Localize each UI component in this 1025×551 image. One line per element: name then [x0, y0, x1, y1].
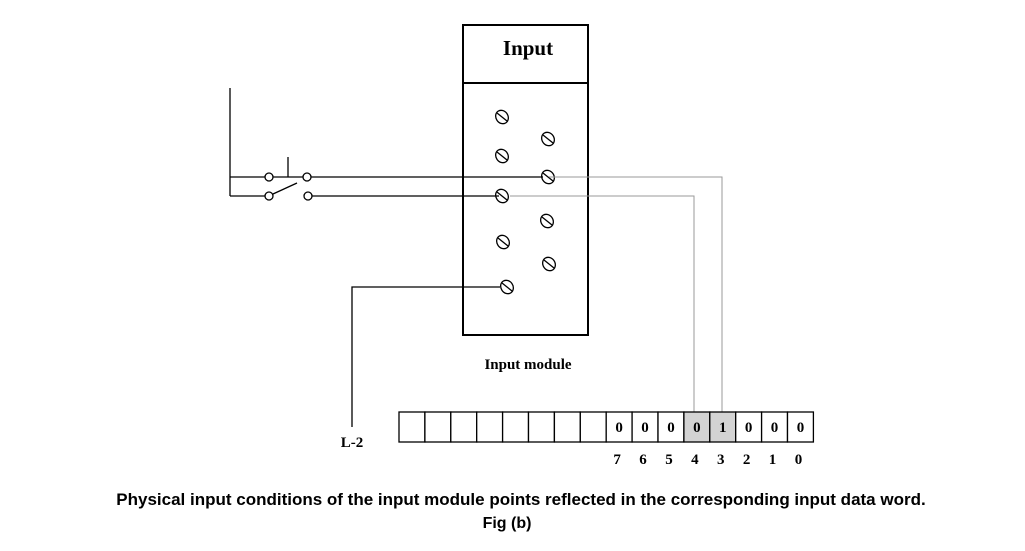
bit-number: 1	[769, 452, 777, 468]
terminal-screw	[496, 234, 510, 250]
bit3-signal-wire	[549, 176, 723, 412]
module-caption: Input module	[484, 357, 571, 373]
bit-number: 4	[691, 452, 699, 468]
empty-bit-cell	[424, 411, 452, 443]
input-module: Input	[462, 24, 589, 336]
supply-label: L-2	[341, 435, 364, 451]
empty-bit-cell	[579, 411, 607, 443]
bit-cell	[760, 411, 789, 443]
figure-label: Fig (b)	[483, 515, 532, 532]
bit-cell	[786, 411, 815, 443]
bit-cell	[683, 411, 711, 443]
empty-bit-cell	[398, 411, 426, 443]
terminal-screw	[500, 279, 514, 295]
switch-closed-right-contact	[302, 172, 312, 182]
bit-value: 1	[719, 420, 727, 436]
switch-open-left-contact	[264, 191, 274, 201]
switch-closed-left-contact	[264, 172, 274, 182]
empty-bit-cell	[476, 411, 504, 443]
terminal-screw	[495, 188, 509, 204]
bit-number: 3	[717, 452, 725, 468]
terminal-screw	[541, 169, 555, 185]
switch-open-blade	[272, 182, 298, 195]
bit-value: 0	[615, 420, 623, 436]
empty-bit-cell	[450, 411, 478, 443]
bit-number: 0	[795, 452, 803, 468]
bit4-signal-wire	[510, 195, 695, 412]
terminal-screw	[541, 131, 555, 147]
common-wire	[351, 286, 500, 427]
terminal-screw	[495, 148, 509, 164]
bit-number: 5	[665, 452, 673, 468]
terminal-screws	[495, 109, 556, 295]
bit-value: 0	[667, 420, 675, 436]
figure-caption: Physical input conditions of the input m…	[116, 490, 925, 509]
bit-value: 0	[797, 420, 805, 436]
bit-value: 0	[641, 420, 649, 436]
switch-open	[230, 182, 499, 201]
terminal-screw	[540, 213, 554, 229]
bit-value: 0	[771, 420, 779, 436]
bit-cell	[709, 411, 737, 443]
bit-cell	[631, 411, 659, 443]
bit-number: 7	[613, 452, 621, 468]
empty-bit-cell	[553, 411, 581, 443]
bit-value: 0	[693, 420, 701, 436]
empty-bit-cell	[527, 411, 556, 443]
bit-number: 2	[743, 452, 751, 468]
terminal-screw	[495, 109, 509, 125]
switch-open-right-contact	[303, 191, 313, 201]
module-header-title: Input	[503, 36, 553, 60]
terminal-screw	[542, 256, 556, 272]
module-body	[462, 24, 589, 336]
empty-bit-cell	[501, 411, 530, 443]
bit-cell	[657, 411, 685, 443]
bit-cell	[735, 411, 763, 443]
switch-closed	[230, 157, 543, 182]
bit-number: 6	[639, 452, 647, 468]
bit-value: 0	[745, 420, 753, 436]
